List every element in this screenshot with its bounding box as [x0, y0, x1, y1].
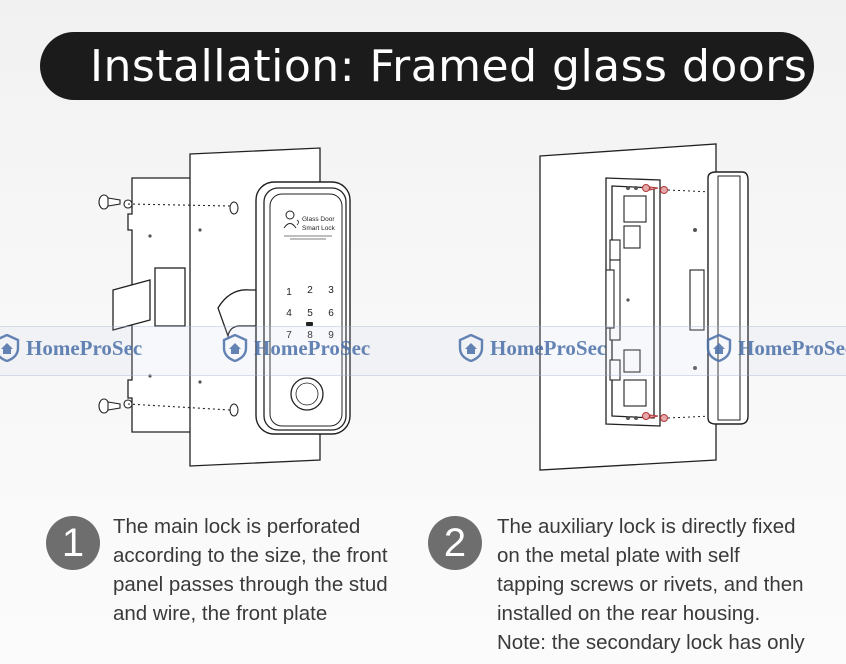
rivets [642, 184, 668, 422]
shield-icon [458, 334, 484, 362]
key-7: 7 [286, 330, 292, 341]
step-line: installed on the rear housing. [497, 602, 761, 625]
step-line: according to the size, the front [113, 544, 388, 567]
key-6: 6 [328, 308, 334, 319]
step-description: The main lock is perforated according to… [113, 512, 423, 628]
shield-icon [0, 334, 20, 362]
watermark: HomeProSec [222, 334, 370, 362]
shield-icon [706, 334, 732, 362]
main-lock-diagram: Glass Door Smart Lock 1 2 3 4 5 6 7 8 9 [98, 147, 351, 467]
watermark: HomeProSec [458, 334, 606, 362]
front-lock-body: Glass Door Smart Lock 1 2 3 4 5 6 7 8 9 [255, 181, 351, 435]
step-line: tapping screws or rivets, and then [497, 573, 804, 596]
key-2: 2 [307, 285, 313, 296]
title-banner: Installation: Framed glass doors [40, 32, 814, 100]
step-line: on the metal plate with self [497, 544, 740, 567]
key-5: 5 [307, 308, 313, 319]
key-3: 3 [328, 285, 334, 296]
watermark: HomeProSec [0, 334, 142, 362]
key-1: 1 [286, 287, 292, 298]
step-description: The auxiliary lock is directly fixed on … [497, 512, 837, 657]
step-line: panel passes through the stud [113, 573, 388, 596]
page-title: Installation: Framed glass doors [90, 40, 808, 92]
step-number-badge: 2 [428, 516, 482, 570]
watermark: HomeProSec [706, 334, 846, 362]
shield-icon [222, 334, 248, 362]
step-line: and wire, the front plate [113, 602, 328, 625]
step-line: The main lock is perforated [113, 515, 361, 538]
keypad: 1 2 3 4 5 6 7 8 9 [286, 285, 334, 341]
brand-line-1: Glass Door [302, 216, 335, 223]
step-number-badge: 1 [46, 516, 100, 570]
brand-line-2: Smart Lock [302, 225, 336, 232]
auxiliary-lock-diagram [539, 143, 749, 471]
step-line: Note: the secondary lock has only [497, 631, 805, 654]
key-4: 4 [286, 308, 292, 319]
step-line: The auxiliary lock is directly fixed [497, 515, 796, 538]
key-8: 8 [307, 330, 313, 341]
screws [98, 194, 239, 417]
watermark-band [0, 326, 846, 376]
key-9: 9 [328, 330, 334, 341]
